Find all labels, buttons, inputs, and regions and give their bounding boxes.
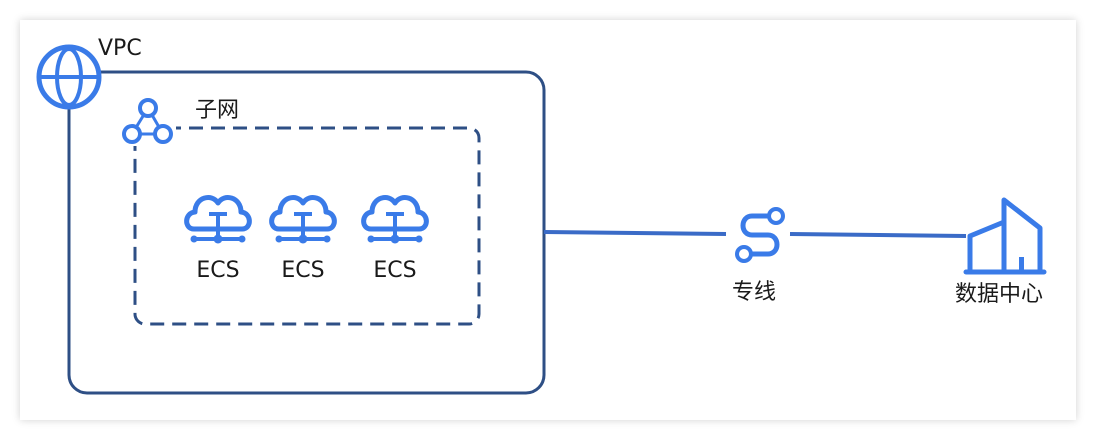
subnet-container bbox=[133, 126, 481, 326]
building-icon bbox=[963, 197, 1047, 275]
cloud-server-icon bbox=[269, 195, 337, 244]
diagram-canvas bbox=[20, 20, 1076, 420]
ecs-label: ECS bbox=[373, 258, 417, 283]
line-to-datacenter-connector bbox=[789, 232, 967, 238]
ecs-label: ECS bbox=[281, 258, 325, 283]
vpc-label: VPC bbox=[98, 36, 142, 61]
ecs-label: ECS bbox=[196, 258, 240, 283]
subnet-label: 子网 bbox=[195, 98, 240, 123]
globe-icon bbox=[36, 44, 102, 110]
cloud-server-icon bbox=[361, 195, 429, 244]
s-path-connection-icon bbox=[728, 206, 788, 264]
dedicated-line-label: 专线 bbox=[732, 280, 777, 305]
vpc-to-line-connector bbox=[543, 230, 727, 236]
network-triangle-icon bbox=[120, 96, 176, 146]
data-center-label: 数据中心 bbox=[955, 282, 1044, 307]
cloud-server-icon bbox=[184, 195, 252, 244]
